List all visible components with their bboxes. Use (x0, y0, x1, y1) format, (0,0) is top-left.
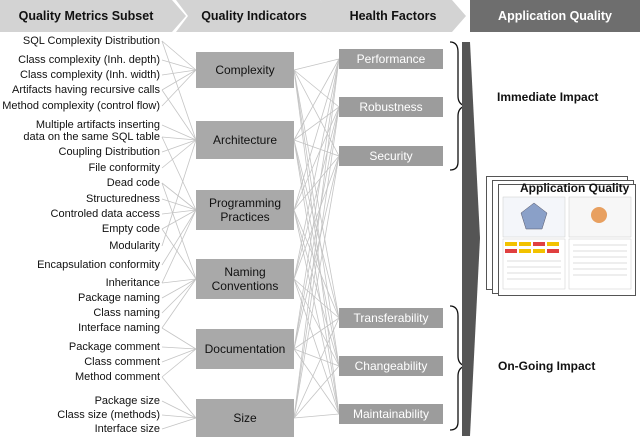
metric-label: Package naming (78, 292, 160, 304)
factor-changeability: Changeability (339, 356, 443, 376)
metric-label: Coupling Distribution (58, 146, 161, 158)
header-application-quality: Application Quality (470, 0, 640, 32)
indicator-complexity: Complexity (196, 52, 294, 88)
indicator-label: Programming (208, 196, 282, 210)
metric-label: Controled data access (50, 208, 160, 220)
report-title: Application Quality (520, 181, 630, 195)
metric-label: Class complexity (Inh. width) (20, 69, 160, 81)
metric-label: Class complexity (Inh. depth) (18, 54, 160, 66)
metric-label: Encapsulation conformity (37, 259, 160, 271)
metric-label: File conformity (88, 162, 160, 174)
report-page-front (498, 184, 636, 296)
metric-label: Inheritance (105, 277, 160, 289)
immediate-impact-label: Immediate Impact (497, 90, 599, 104)
metric-label: Artifacts having recursive calls (12, 84, 160, 96)
metric-label: Package comment (68, 341, 160, 353)
indicator-naming-conventions: Naming Conventions (196, 259, 294, 299)
metric-label: Class naming (93, 307, 160, 319)
indicator-programming-practices: Programming Practices (196, 190, 294, 230)
metric-label: Method comment (75, 371, 160, 383)
indicator-label: Practices (220, 210, 270, 224)
header-factors-label: Health Factors (349, 9, 437, 23)
indicator-label: Conventions (211, 279, 279, 293)
indicator-label: Size (233, 411, 257, 425)
metric-label: Structuredness (86, 193, 160, 205)
metric-label: Multiple artifacts inserting (35, 119, 160, 131)
indicator-label: Complexity (215, 63, 275, 77)
metric-label: Class comment (84, 356, 160, 368)
ongoing-impact-label: On-Going Impact (498, 359, 596, 373)
factor-transferability: Transferability (339, 308, 443, 328)
metric-label: SQL Complexity Distribution (22, 35, 160, 47)
metric-label: Class size (methods) (57, 409, 160, 421)
metric-label: Package size (94, 395, 160, 407)
header-indicators-chevron (176, 0, 336, 32)
header-metrics-label: Quality Metrics Subset (18, 9, 154, 23)
metric-label: data on the same SQL table (23, 131, 160, 143)
indicator-label: Architecture (212, 133, 278, 147)
metric-label: Modularity (109, 240, 160, 252)
indicator-label: Naming (224, 265, 266, 279)
indicator-label: Documentation (204, 342, 286, 356)
indicator-documentation: Documentation (196, 329, 294, 369)
indicator-architecture: Architecture (196, 121, 294, 159)
header-indicators-label: Quality Indicators (201, 9, 307, 23)
factor-security: Security (339, 146, 443, 166)
report-thumbnail (502, 196, 632, 290)
metric-label: Empty code (101, 223, 160, 235)
factor-maintainability: Maintainability (339, 404, 443, 424)
metric-label: Dead code (106, 177, 160, 189)
metric-label: Interface size (94, 423, 160, 435)
header-factors-chevron (320, 0, 468, 32)
indicator-size: Size (196, 399, 294, 437)
big-arrow (462, 42, 480, 436)
factor-robustness: Robustness (339, 97, 443, 117)
header-metrics-chevron (0, 0, 188, 32)
metric-label: Interface naming (78, 322, 160, 334)
metric-label: Method complexity (control flow) (2, 100, 160, 112)
factor-performance: Performance (339, 49, 443, 69)
